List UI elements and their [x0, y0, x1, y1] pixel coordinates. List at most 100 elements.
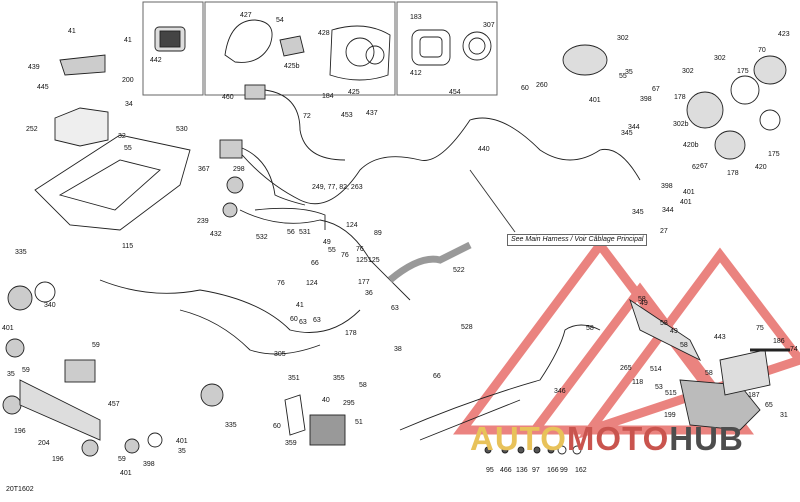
- part-label: 196: [14, 428, 26, 435]
- part-label: 260: [536, 82, 548, 89]
- part-label: 56: [287, 229, 295, 236]
- part-label: 58: [586, 325, 594, 332]
- part-label: 398: [661, 183, 673, 190]
- part-label: 76: [277, 280, 285, 287]
- part-label: 95: [486, 467, 494, 474]
- part-label: 70: [758, 47, 766, 54]
- part-label: 32: [118, 133, 126, 140]
- part-label: 460: [222, 94, 234, 101]
- part-label: 97: [532, 467, 540, 474]
- part-label: 445: [37, 84, 49, 91]
- part-label: 60: [273, 423, 281, 430]
- part-label: 58: [680, 342, 688, 349]
- part-label: 427: [240, 12, 252, 19]
- part-label: 36: [365, 290, 373, 297]
- part-label: 178: [727, 170, 739, 177]
- part-label: 55: [619, 73, 627, 80]
- part-label: 351: [288, 375, 300, 382]
- part-label: 41: [68, 28, 76, 35]
- part-label: 63: [313, 317, 321, 324]
- part-label: 355: [333, 375, 345, 382]
- part-label: 124: [346, 222, 358, 229]
- part-label: 66: [433, 373, 441, 380]
- part-label: 398: [640, 96, 652, 103]
- part-label: 49: [323, 239, 331, 246]
- part-label: 335: [225, 422, 237, 429]
- part-label: 515: [665, 390, 677, 397]
- part-label: 60: [290, 316, 298, 323]
- part-label: 239: [197, 218, 209, 225]
- part-label: 125: [368, 257, 380, 264]
- part-label: 344: [628, 124, 640, 131]
- part-label: 401: [589, 97, 601, 104]
- part-label: 58: [359, 382, 367, 389]
- part-label: 41: [296, 302, 304, 309]
- part-label: 252: [26, 126, 38, 133]
- part-label: 437: [366, 110, 378, 117]
- logo-segment: AUTO: [470, 420, 567, 457]
- part-label: 162: [575, 467, 587, 474]
- part-label: 51: [355, 419, 363, 426]
- part-label: 528: [461, 324, 473, 331]
- part-label: 305: [274, 351, 286, 358]
- part-label: 443: [714, 334, 726, 341]
- part-label: 457: [108, 401, 120, 408]
- part-label: 89: [374, 230, 382, 237]
- part-label: 53: [655, 384, 663, 391]
- part-label: 307: [483, 22, 495, 29]
- part-label: 99: [560, 467, 568, 474]
- part-label: 177: [358, 279, 370, 286]
- part-label: 367: [198, 166, 210, 173]
- main-harness-callout: See Main Harness / Voir Câblage Principa…: [507, 234, 648, 246]
- part-label: 359: [285, 440, 297, 447]
- part-label: 442: [150, 57, 162, 64]
- part-label: 66: [311, 260, 319, 267]
- part-label: 115: [122, 243, 134, 250]
- part-label: 125: [356, 257, 368, 264]
- part-label: 31: [780, 412, 788, 419]
- part-label: 60: [521, 85, 529, 92]
- components: [2, 19, 790, 457]
- part-label: 514: [650, 366, 662, 373]
- part-label: 204: [38, 440, 50, 447]
- part-label: 302: [714, 55, 726, 62]
- part-label: 40: [322, 397, 330, 404]
- part-label: 59: [22, 367, 30, 374]
- part-label: 401: [683, 189, 695, 196]
- part-label: 439: [28, 64, 40, 71]
- part-label: 466: [500, 467, 512, 474]
- part-label: 423: [778, 31, 790, 38]
- part-label: 420b: [683, 142, 699, 149]
- part-label: 67: [652, 86, 660, 93]
- part-label: 178: [345, 330, 357, 337]
- part-label: 35: [7, 371, 15, 378]
- part-label: 72: [303, 113, 311, 120]
- part-label: 65: [765, 402, 773, 409]
- part-label: 49: [670, 328, 678, 335]
- part-label: 76: [341, 252, 349, 259]
- part-label: 522: [453, 267, 465, 274]
- part-label: 58: [660, 320, 668, 327]
- part-label: 531: [299, 229, 311, 236]
- logo-segment: HUB: [669, 420, 744, 457]
- part-label: 401: [680, 199, 692, 206]
- part-label: 183: [410, 14, 422, 21]
- part-label: 401: [176, 438, 188, 445]
- part-label: 432: [210, 231, 222, 238]
- part-label: 530: [176, 126, 188, 133]
- part-label: 295: [343, 400, 355, 407]
- part-label: 41: [124, 37, 132, 44]
- part-label: 412: [410, 70, 422, 77]
- part-label: 340: [44, 302, 56, 309]
- part-label: 175: [737, 68, 749, 75]
- part-label: 454: [449, 89, 461, 96]
- logo-segment: MOTO: [566, 420, 670, 457]
- part-label: 58: [705, 370, 713, 377]
- part-label: 346: [554, 388, 566, 395]
- part-label: 345: [621, 130, 633, 137]
- part-label: 59: [118, 456, 126, 463]
- part-label: 74: [790, 346, 798, 353]
- part-label: 63: [391, 305, 399, 312]
- part-label: 67: [700, 163, 708, 170]
- watermark-logo: AUTOMOTOHUB: [470, 421, 744, 457]
